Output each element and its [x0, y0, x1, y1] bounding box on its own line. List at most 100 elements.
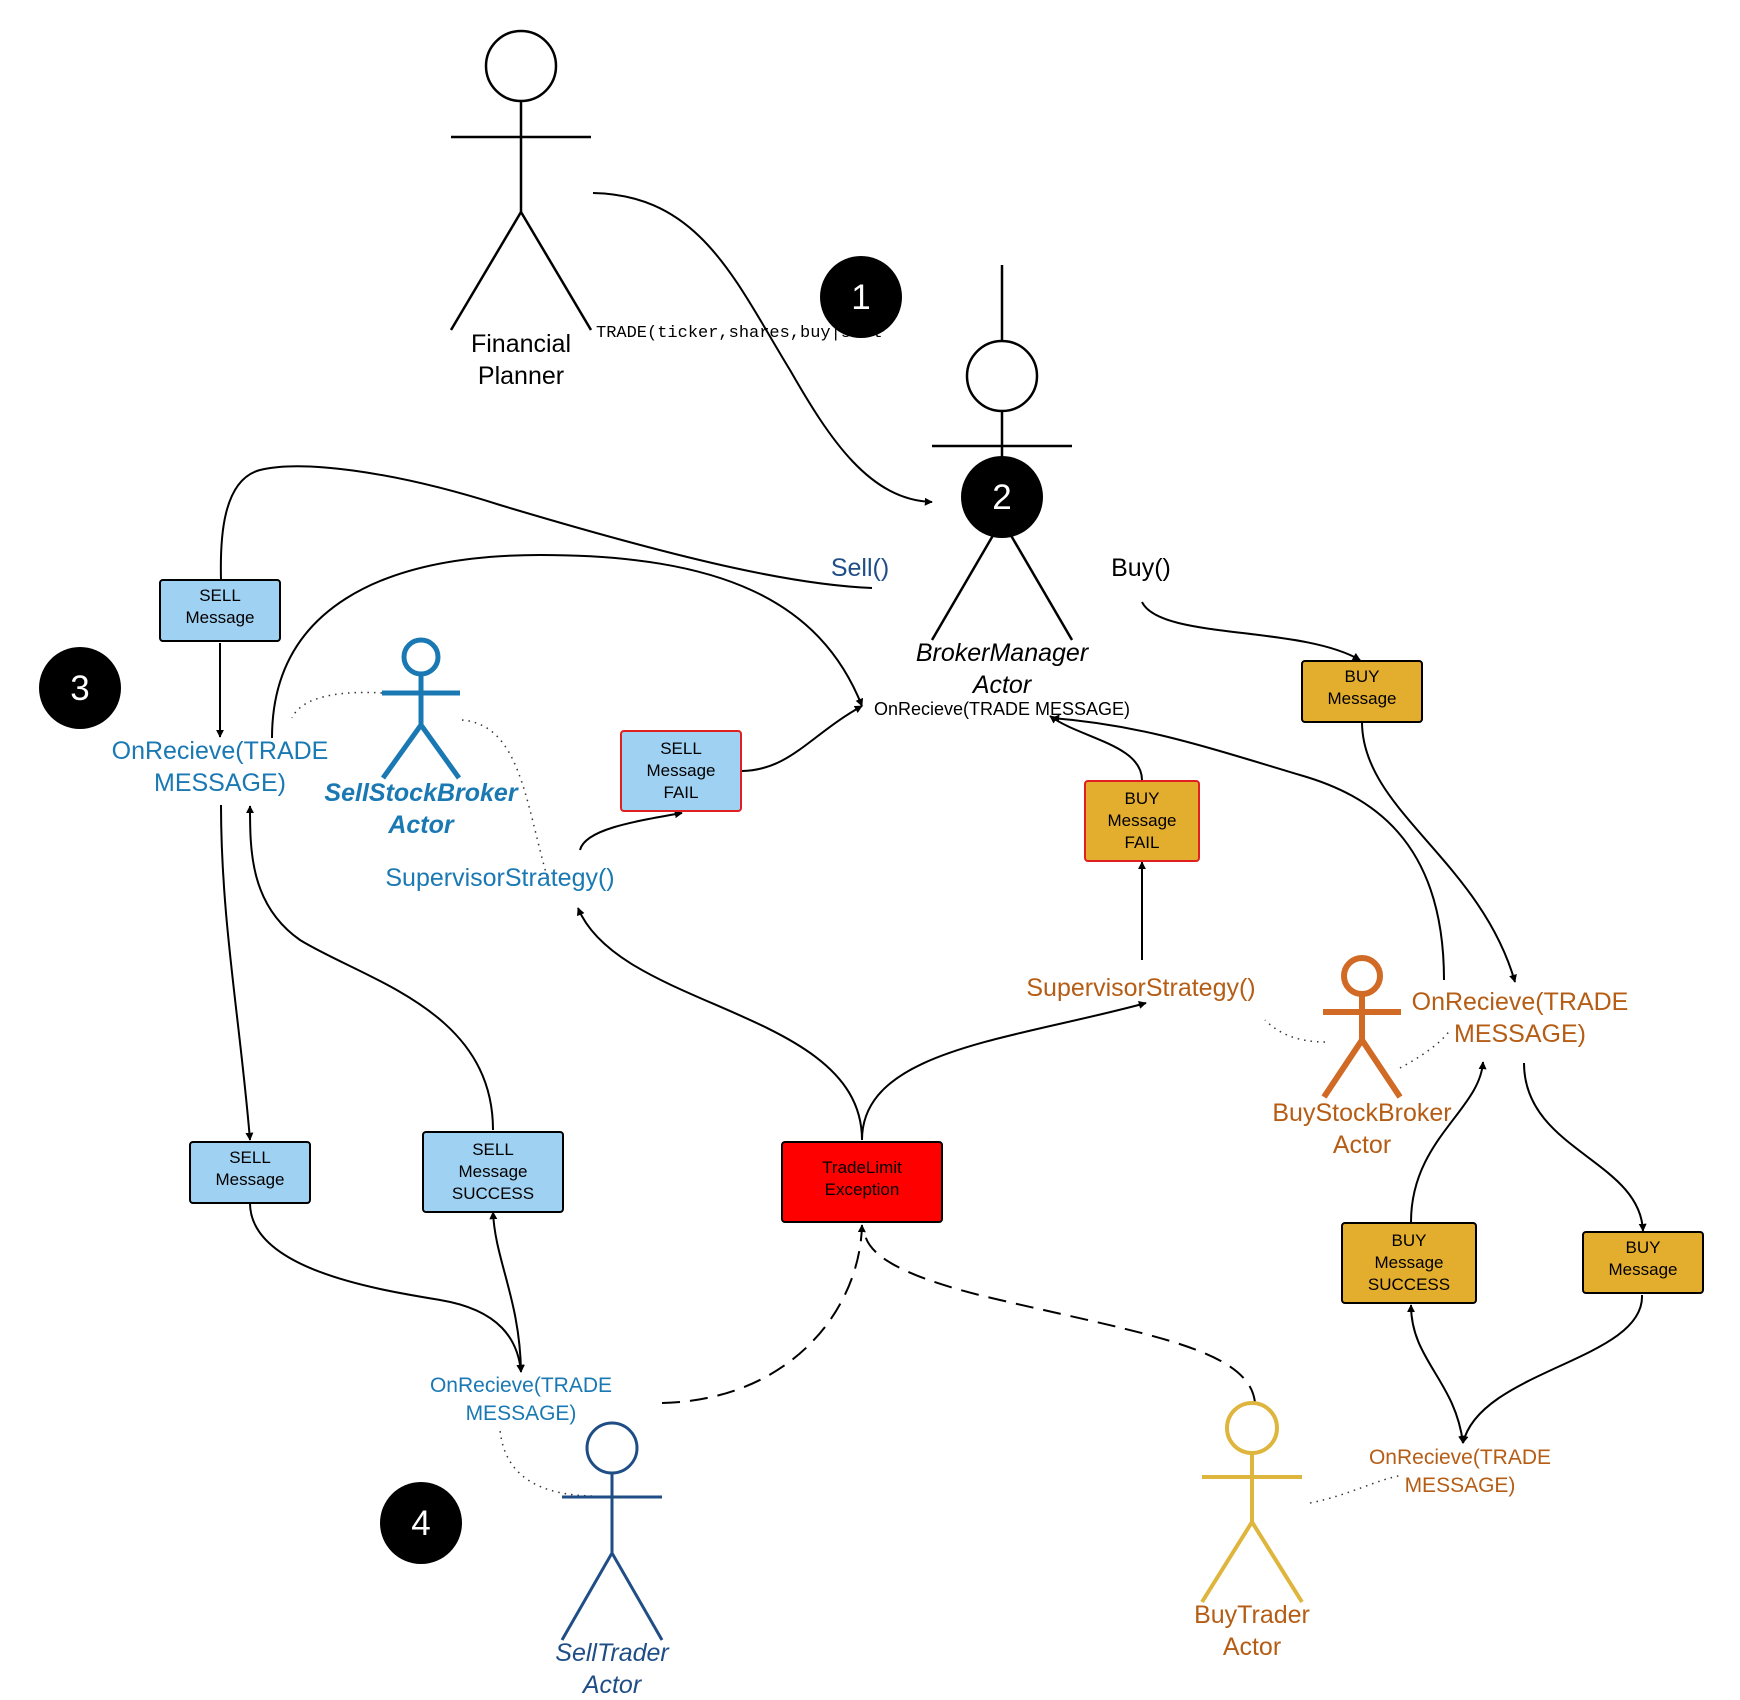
edge-buy-message-to-trader-onreceive: [1460, 1294, 1644, 1444]
sell-message-fail-line-2: Message: [647, 761, 716, 780]
edge-sell-trader-to-success: [489, 1211, 525, 1373]
assoc-sellbroker: [291, 691, 383, 719]
buy-trader-label-2: Actor: [1223, 1633, 1281, 1661]
step-badge-3-label: 3: [70, 669, 89, 708]
broker-manager-actor: [930, 265, 1074, 641]
assoc-selltrader: [499, 1429, 593, 1497]
buy-message-top-line-1: BUY: [1345, 667, 1380, 686]
sell-message-success-line-2: Message: [459, 1162, 528, 1181]
sell-trader-onreceive-label-1: OnRecieve(TRADE: [430, 1374, 612, 1397]
buy-method-label: Buy(): [1111, 554, 1171, 582]
buy-message-fail-line-3: FAIL: [1125, 833, 1160, 852]
edge-buybroker-to-broker-onreceive: [1051, 714, 1445, 981]
buy-stock-broker-label-1: BuyStockBroker: [1272, 1099, 1451, 1127]
buy-message-bottom-line-2: Message: [1609, 1260, 1678, 1279]
buy-message-bottom-line-1: BUY: [1626, 1238, 1661, 1257]
edge-sellbroker-to-broker-onreceive: [271, 553, 864, 739]
sell-message-success-line-1: SELL: [472, 1140, 514, 1159]
sell-stock-broker-actor: [380, 637, 462, 780]
assoc-buybroker-supervisor: [1264, 1019, 1326, 1043]
step-badge-3: 3: [39, 647, 121, 729]
buy-trader-label-1: BuyTrader: [1194, 1601, 1310, 1629]
edge-exception-to-buy-supervisor: [861, 1001, 1147, 1141]
sell-stock-broker-label-1: SellStockBroker: [324, 779, 518, 807]
sell-message-fail-line-3: FAIL: [664, 783, 699, 802]
broker-onreceive-label: OnRecieve(TRADE MESSAGE): [874, 699, 1130, 719]
assoc-buytrader: [1309, 1474, 1404, 1504]
financial-planner-label-1: Financial: [471, 330, 571, 358]
edge-sell-method-to-sell-message: [219, 465, 873, 589]
edge-sell-supervisor-to-fail: [579, 810, 683, 851]
edge-sell-onreceive-to-sell-message: [220, 804, 254, 1141]
buy-message-success-line-2: Message: [1375, 1253, 1444, 1272]
sell-stock-broker-label-2: Actor: [387, 811, 455, 839]
buy-stock-broker-label-2: Actor: [1333, 1131, 1391, 1159]
buy-supervisor-label: SupervisorStrategy(): [1026, 974, 1255, 1002]
assoc-sellbroker-supervisor: [461, 719, 549, 881]
buy-broker-onreceive-label-2: MESSAGE): [1454, 1020, 1586, 1048]
sell-message-fail-box: SELL Message FAIL: [620, 730, 742, 812]
step-badge-2: 2: [961, 456, 1043, 538]
edge-sell-success-to-onreceive: [246, 805, 494, 1131]
buy-trader-actor: [1200, 1401, 1304, 1604]
step-badge-2-label: 2: [992, 478, 1011, 517]
edge-buy-trader-to-exception: [864, 1234, 1256, 1404]
buy-trader-onreceive-label-2: MESSAGE): [1405, 1474, 1516, 1497]
sell-trader-onreceive-label-2: MESSAGE): [466, 1402, 577, 1425]
broker-manager-label-2: Actor: [971, 671, 1033, 699]
sell-method-label: Sell(): [831, 554, 889, 582]
edge-buy-method-to-buy-message: [1141, 601, 1361, 661]
sell-message-success-line-3: SUCCESS: [452, 1184, 534, 1203]
buy-message-fail-line-2: Message: [1108, 811, 1177, 830]
edge-buy-onreceive-to-buy-message: [1523, 1062, 1647, 1232]
edge-sell-fail-to-broker-onreceive: [741, 705, 863, 772]
sell-message-top-line-1: SELL: [199, 586, 241, 605]
buy-message-success-box: BUY Message SUCCESS: [1341, 1222, 1477, 1304]
sell-trader-label-2: Actor: [581, 1671, 643, 1699]
edges: [216, 192, 1647, 1504]
edge-exception-to-sell-supervisor: [577, 907, 863, 1141]
trade-limit-exception-line-1: TradeLimit: [822, 1158, 902, 1177]
buy-trader-onreceive-label-1: OnRecieve(TRADE: [1369, 1446, 1551, 1469]
buy-message-success-line-3: SUCCESS: [1368, 1275, 1450, 1294]
buy-broker-onreceive-label-1: OnRecieve(TRADE: [1412, 988, 1629, 1016]
sell-message-success-box: SELL Message SUCCESS: [422, 1131, 564, 1213]
trade-limit-exception-line-2: Exception: [825, 1180, 900, 1199]
edge-sell-message-to-trader-onreceive: [249, 1202, 525, 1373]
buy-message-fail-line-1: BUY: [1125, 789, 1160, 808]
sell-broker-onreceive-label-1: OnRecieve(TRADE: [112, 737, 329, 765]
broker-manager-label-1: BrokerManager: [916, 639, 1090, 667]
trade-call-label: TRADE(ticker,shares,buy|sell: [596, 324, 882, 343]
buy-message-success-line-1: BUY: [1392, 1231, 1427, 1250]
financial-planner-label-2: Planner: [478, 362, 564, 390]
sell-broker-onreceive-label-2: MESSAGE): [154, 769, 286, 797]
step-badge-1: 1: [820, 256, 902, 338]
sell-message-box-bottom: SELL Message: [189, 1141, 311, 1204]
trade-limit-exception-box: TradeLimit Exception: [781, 1141, 943, 1223]
buy-stock-broker-actor: [1321, 955, 1403, 1099]
step-badge-1-label: 1: [851, 278, 870, 317]
step-badge-4-label: 4: [411, 1504, 430, 1543]
edge-buy-trader-to-success: [1407, 1304, 1467, 1444]
sell-trader-label-1: SellTrader: [555, 1639, 670, 1667]
step-badge-4: 4: [380, 1482, 462, 1564]
buy-message-fail-box: BUY Message FAIL: [1084, 780, 1200, 862]
sell-message-top-line-2: Message: [186, 608, 255, 627]
financial-planner-actor: [449, 29, 593, 331]
sell-message-bottom-line-1: SELL: [229, 1148, 271, 1167]
sell-message-fail-line-1: SELL: [660, 739, 702, 758]
assoc-buybroker-onreceive: [1399, 1029, 1451, 1069]
edge-buy-fail-to-broker-onreceive: [1049, 715, 1143, 781]
edge-buy-success-to-buy-onreceive: [1410, 1061, 1487, 1223]
buy-message-box-top: BUY Message: [1301, 660, 1423, 723]
edge-sell-trader-to-exception: [661, 1224, 866, 1404]
sell-message-box-top: SELL Message: [159, 579, 281, 642]
edge-buy-message-to-buy-onreceive: [1361, 721, 1517, 983]
buy-message-box-bottom: BUY Message: [1582, 1231, 1704, 1294]
sell-supervisor-label: SupervisorStrategy(): [385, 864, 614, 892]
sell-message-bottom-line-2: Message: [216, 1170, 285, 1189]
buy-message-top-line-2: Message: [1328, 689, 1397, 708]
edge-trade-call: [592, 192, 933, 506]
sell-trader-actor: [560, 1421, 664, 1641]
